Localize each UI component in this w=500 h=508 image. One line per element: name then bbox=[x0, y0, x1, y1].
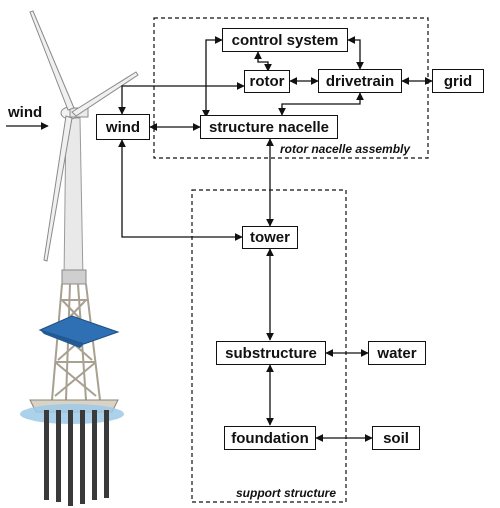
turbine-blade-lower bbox=[43, 115, 73, 262]
wind-input-label: wind bbox=[8, 104, 43, 121]
control-system-block: control system bbox=[222, 28, 348, 52]
transition-piece bbox=[61, 269, 87, 285]
wind-block: wind bbox=[96, 114, 150, 140]
wind-rotor-link bbox=[118, 82, 245, 115]
rotor-block: rotor bbox=[244, 70, 290, 93]
grid-block: grid bbox=[432, 69, 484, 93]
drivetrain-structure-link bbox=[278, 92, 364, 116]
foundation-block: foundation bbox=[224, 426, 316, 450]
substructure-block: substructure bbox=[216, 341, 326, 365]
structure-nacelle-block: structure nacelle bbox=[200, 115, 338, 139]
support-structure-label: support structure bbox=[236, 486, 337, 500]
tower-block: tower bbox=[242, 226, 298, 249]
control-rotor-link bbox=[254, 51, 272, 72]
turbine-blade-upper bbox=[29, 10, 75, 111]
water-block: water bbox=[368, 341, 426, 365]
soil-block: soil bbox=[372, 426, 420, 450]
foundation-piles bbox=[44, 410, 109, 506]
drivetrain-block: drivetrain bbox=[318, 69, 402, 93]
control-structure-link bbox=[202, 36, 223, 118]
control-drivetrain-link bbox=[347, 36, 364, 70]
wind-tower-link bbox=[118, 139, 243, 241]
platform-panel-shade bbox=[40, 330, 84, 348]
rotor-nacelle-assembly-label: rotor nacelle assembly bbox=[280, 142, 411, 156]
